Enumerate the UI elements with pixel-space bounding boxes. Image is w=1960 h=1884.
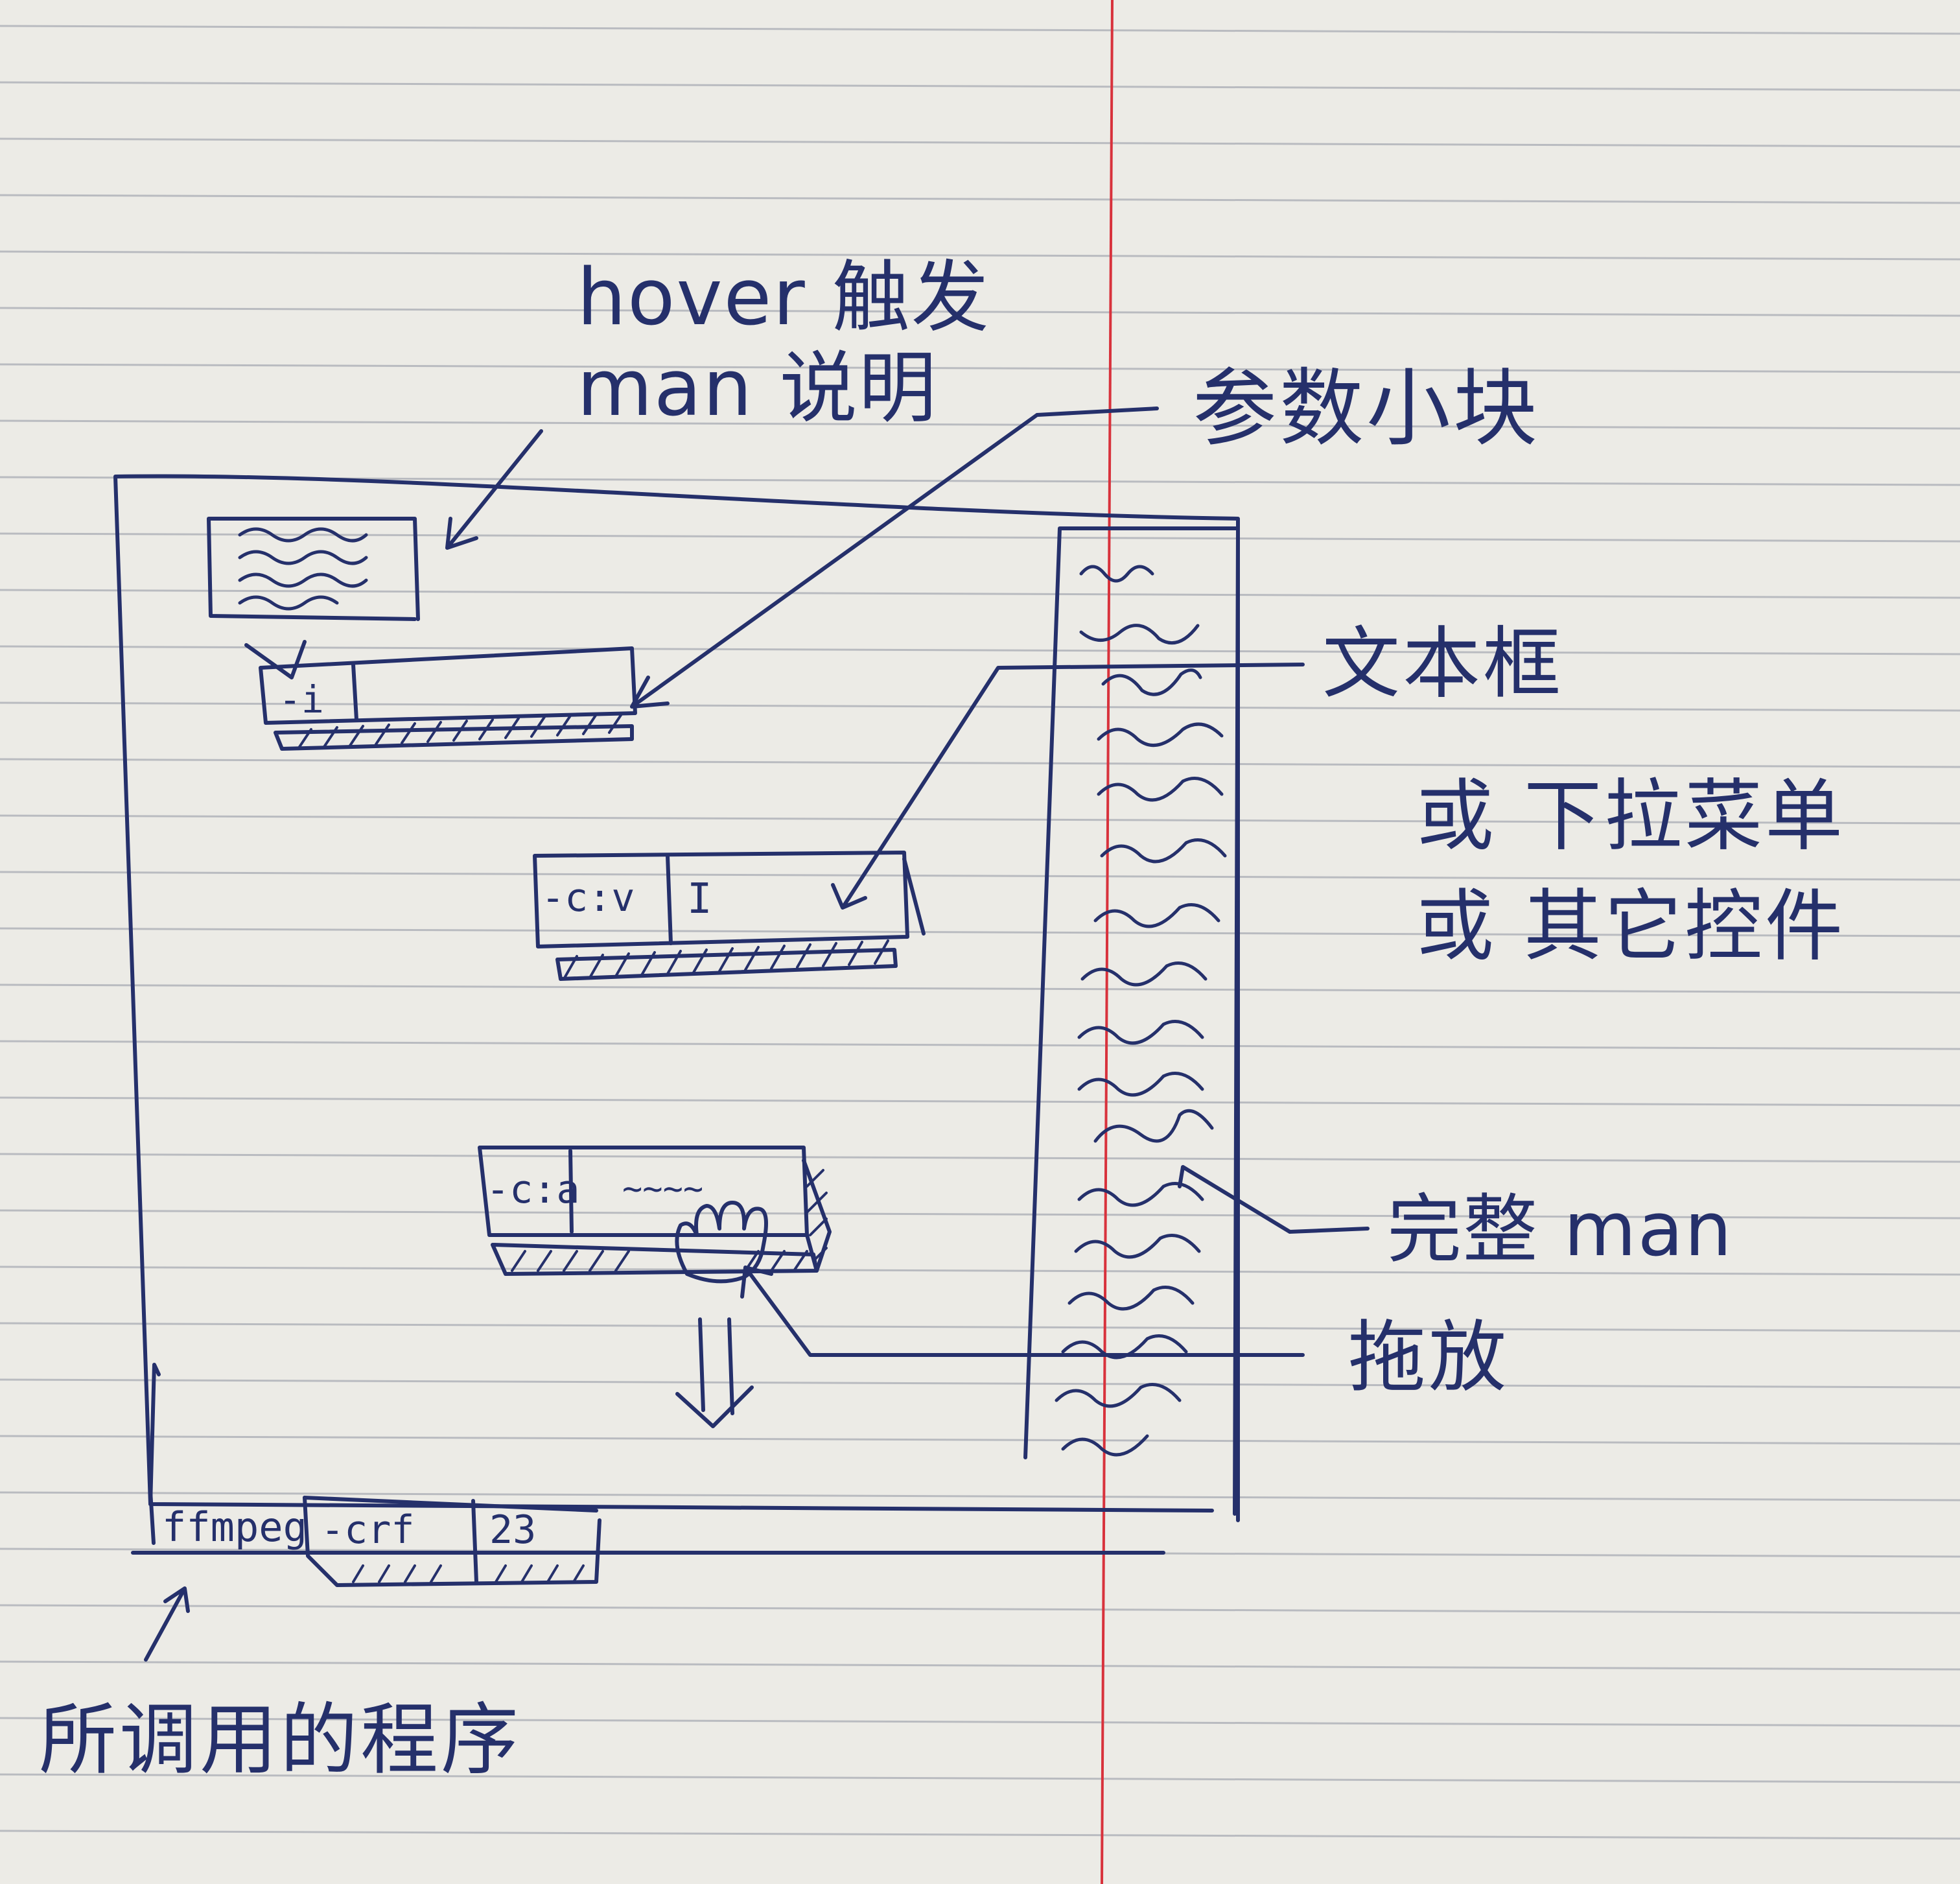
tooltip-text-scribbles	[238, 527, 368, 611]
dropdown-label: 或 下拉菜单	[1416, 771, 1846, 862]
param-value: ~~~~	[622, 1170, 704, 1208]
tooltip-pointer	[244, 640, 307, 679]
param-block[interactable]	[533, 851, 926, 981]
rule-line	[0, 307, 1960, 317]
param-block-label: 参数小块	[1193, 359, 1541, 458]
man-description-label: man 说明	[577, 344, 938, 434]
param-block[interactable]	[259, 646, 637, 751]
rule-line	[0, 983, 1960, 994]
rule-line	[0, 589, 1960, 599]
rule-line	[0, 1830, 1960, 1840]
rule-line	[0, 814, 1960, 825]
rule-line	[0, 1040, 1960, 1050]
rule-line	[0, 137, 1960, 148]
text-cursor-icon: I	[687, 875, 712, 923]
rule-line	[0, 927, 1960, 937]
margin-line	[1101, 0, 1114, 1884]
full-man-panel[interactable]	[1023, 526, 1240, 1516]
rule-line	[0, 250, 1960, 261]
rule-line	[0, 194, 1960, 204]
rule-line	[0, 1322, 1960, 1332]
rule-line	[0, 701, 1960, 712]
hover-man-tooltip	[207, 517, 420, 621]
rule-line	[0, 1604, 1960, 1614]
rule-line	[0, 532, 1960, 543]
rule-line	[0, 419, 1960, 430]
down-arrow-icon	[675, 1317, 754, 1428]
rule-line	[0, 1773, 1960, 1784]
rule-line	[0, 1266, 1960, 1276]
rule-line	[0, 25, 1960, 35]
callout-arrows	[144, 406, 1370, 1662]
text-box-label: 文本框	[1322, 619, 1563, 709]
rule-line	[0, 1153, 1960, 1163]
hover-trigger-label: hover 触发	[577, 253, 990, 343]
app-window-frame	[113, 474, 1240, 1522]
rule-line	[0, 1717, 1960, 1727]
called-program-label: 所调用的程序	[39, 1695, 521, 1785]
rule-line	[0, 1209, 1960, 1219]
rule-line	[0, 758, 1960, 768]
rule-line	[0, 1660, 1960, 1671]
program-name: ffmpeg	[162, 1503, 307, 1551]
param-block[interactable]	[478, 1146, 832, 1276]
command-bar[interactable]	[131, 1489, 1165, 1587]
rule-line	[0, 1491, 1960, 1501]
rule-line	[0, 1378, 1960, 1389]
man-text-scribbles	[1055, 565, 1227, 1457]
param-flag: -i	[279, 677, 324, 722]
rule-line	[0, 81, 1960, 91]
rule-line	[0, 871, 1960, 881]
param-flag: -c:a	[486, 1167, 580, 1212]
argument-flag: -crf	[321, 1507, 415, 1553]
argument-value: 23	[489, 1507, 537, 1553]
rule-line	[0, 363, 1960, 373]
full-man-label: 完整 man	[1387, 1186, 1733, 1273]
param-flag: -c:v	[541, 875, 635, 921]
other-control-label: 或 其它控件	[1416, 882, 1846, 972]
hand-cursor-icon	[675, 1201, 768, 1284]
rule-line	[0, 1096, 1960, 1107]
rule-line	[0, 645, 1960, 655]
rule-line	[0, 1435, 1960, 1445]
drag-drop-label: 拖放	[1348, 1313, 1509, 1403]
